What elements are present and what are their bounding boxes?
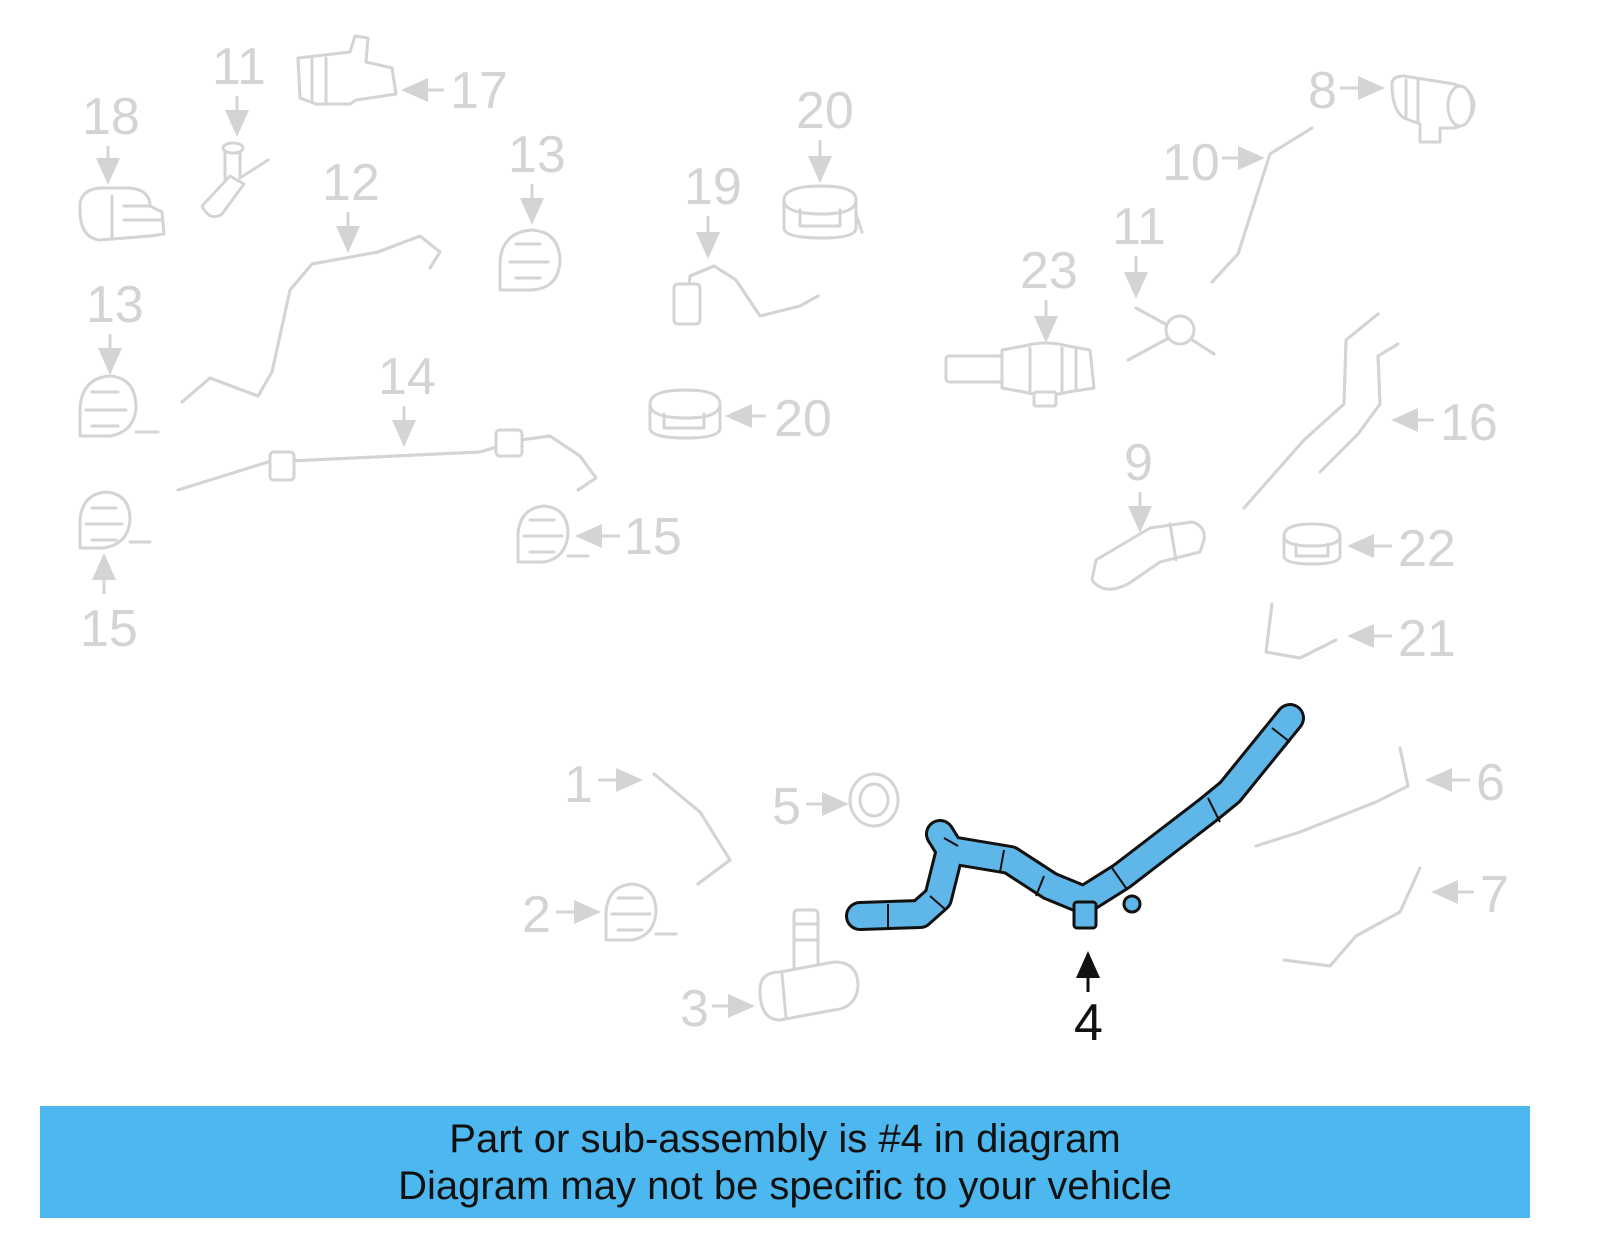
part-9[interactable] [1090, 520, 1206, 591]
banner-line-2: Diagram may not be specific to your vehi… [398, 1164, 1172, 1208]
part-18[interactable] [78, 186, 166, 242]
callout-5: 5 [772, 778, 801, 836]
callout-3: 3 [680, 980, 709, 1038]
part-3[interactable] [758, 908, 860, 1022]
callout-9: 9 [1124, 434, 1153, 492]
part-12[interactable] [180, 234, 442, 404]
part-11-right[interactable] [1126, 306, 1216, 362]
callout-11-right: 11 [1112, 198, 1166, 256]
part-21[interactable] [1264, 602, 1338, 660]
banner-line-1: Part or sub-assembly is #4 in diagram [449, 1117, 1121, 1161]
part-5[interactable] [848, 772, 900, 828]
callout-17: 17 [450, 62, 508, 120]
part-11-left[interactable] [200, 141, 270, 219]
part-7[interactable] [1282, 866, 1422, 968]
callout-20-lower: 20 [774, 390, 832, 448]
callout-15-left: 15 [80, 600, 138, 658]
callout-18: 18 [82, 88, 140, 146]
callout-20-upper: 20 [796, 82, 854, 140]
part-14[interactable] [176, 428, 598, 492]
callout-14: 14 [378, 348, 436, 406]
callout-21: 21 [1398, 610, 1456, 668]
callout-1: 1 [564, 756, 593, 814]
part-19[interactable] [672, 264, 820, 326]
callout-23: 23 [1020, 242, 1078, 300]
callout-10: 10 [1162, 134, 1220, 192]
part-20-upper[interactable] [782, 184, 864, 240]
callout-7: 7 [1480, 866, 1509, 924]
part-10[interactable] [1210, 126, 1314, 284]
part-2[interactable] [604, 882, 678, 942]
part-13-upper[interactable] [498, 228, 562, 292]
callout-22: 22 [1398, 520, 1456, 578]
part-15-left[interactable] [78, 490, 152, 550]
part-6[interactable] [1254, 746, 1410, 848]
callout-13-upper: 13 [508, 126, 566, 184]
part-15-center[interactable] [516, 504, 590, 564]
part-23[interactable] [944, 341, 1096, 408]
part-20-lower[interactable] [648, 388, 722, 440]
callout-8: 8 [1308, 62, 1337, 120]
part-8[interactable] [1390, 74, 1476, 144]
part-22[interactable] [1282, 522, 1342, 566]
info-banner: Part or sub-assembly is #4 in diagram Di… [40, 1106, 1530, 1218]
part-1[interactable] [652, 772, 732, 886]
callout-13-left: 13 [86, 276, 144, 334]
part-17[interactable] [296, 34, 398, 106]
part-16[interactable] [1242, 312, 1400, 510]
part-4-highlighted[interactable] [845, 703, 1305, 931]
part-13-left[interactable] [78, 374, 160, 438]
callout-16: 16 [1440, 394, 1498, 452]
callout-19: 19 [684, 158, 742, 216]
callout-6: 6 [1476, 754, 1505, 812]
callout-11-left: 11 [212, 38, 266, 96]
callout-2: 2 [522, 886, 551, 944]
callout-4: 4 [1074, 994, 1103, 1052]
callout-15-center: 15 [624, 508, 682, 566]
callout-12: 12 [322, 154, 380, 212]
